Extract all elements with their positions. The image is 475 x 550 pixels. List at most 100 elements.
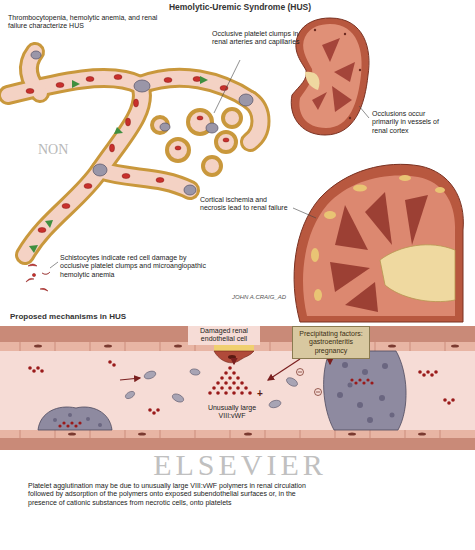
leader-lines — [359, 106, 369, 118]
vessel-tree — [250, 100, 261, 142]
vwf-multimers — [156, 408, 160, 412]
vwf-multimers — [418, 370, 422, 374]
platelet-aggregate — [38, 351, 406, 430]
platelets — [143, 370, 157, 381]
vwf-multimers — [108, 360, 112, 364]
red-blood-cells — [164, 78, 172, 83]
platelet-aggregate — [53, 418, 57, 422]
vwf-multimers — [216, 381, 220, 385]
kidney — [344, 33, 346, 35]
kidney — [332, 86, 352, 112]
vwf-multimers — [447, 401, 451, 405]
diagram-title: Hemolytic-Uremic Syndrome (HUS) — [110, 2, 370, 12]
kidney — [291, 18, 369, 135]
vwf-multimers — [228, 386, 232, 390]
cationic-charges — [298, 372, 302, 373]
vwf-multimers — [36, 366, 40, 370]
platelet-aggregate — [62, 421, 65, 424]
platelet-aggregate — [362, 381, 365, 384]
red-blood-cells — [175, 146, 181, 150]
vessel-section — [174, 344, 182, 347]
red-blood-cells — [26, 89, 34, 94]
callout-label: Cortical ischemia and necrosis lead to r… — [200, 196, 292, 213]
platelet-aggregate — [350, 378, 353, 381]
platelet-clumps — [206, 123, 218, 133]
leader-lines — [293, 208, 316, 218]
platelet-aggregate — [38, 407, 112, 430]
capillary-loops — [223, 109, 241, 127]
platelet-aggregate — [337, 362, 395, 423]
vwf-multimers — [236, 386, 240, 390]
vessel-section — [20, 430, 440, 438]
capillary-loops — [216, 132, 236, 152]
vessel-section — [20, 342, 445, 438]
kidney — [305, 72, 319, 90]
kidney-section — [353, 185, 367, 192]
capillary-loops — [167, 139, 189, 161]
vwf-multimers — [148, 408, 152, 412]
cationic-charges — [297, 369, 322, 396]
platelet-clumps — [93, 164, 107, 176]
kidney — [299, 24, 361, 128]
vwf-multimers — [224, 381, 228, 385]
platelet-aggregate — [382, 363, 388, 369]
watermark: NON — [38, 142, 88, 159]
platelet-aggregate — [53, 413, 102, 427]
vwf-multimers — [426, 370, 430, 374]
platelets — [124, 390, 136, 400]
vwf-multimers — [224, 371, 228, 375]
platelets — [171, 392, 185, 403]
callout-label: Unusually large VIII:vWF — [204, 403, 260, 422]
kidney-section — [435, 187, 445, 193]
red-blood-cells — [110, 144, 115, 152]
red-blood-cells — [156, 178, 164, 183]
vwf-multimers — [422, 373, 426, 377]
red-blood-cells — [38, 228, 46, 233]
callout-label: Occlusive platelet clumps in renal arter… — [212, 30, 307, 47]
kidney — [314, 29, 361, 119]
kidney-section — [311, 248, 319, 262]
red-blood-cells — [86, 77, 94, 82]
schistocytes — [28, 264, 37, 266]
kidney-section — [330, 262, 370, 292]
vwf-multimers — [434, 370, 438, 374]
red-blood-cells — [134, 99, 139, 107]
schistocytes — [26, 264, 50, 291]
mechanism-arrows — [329, 359, 330, 364]
vessel-section — [0, 438, 475, 450]
platelet-clumps — [184, 185, 196, 195]
platelet-clumps — [31, 51, 41, 59]
vessel-section — [388, 344, 396, 347]
platelet-aggregate — [379, 395, 385, 401]
vwf-multimers — [208, 391, 212, 395]
leader-lines — [50, 60, 369, 268]
vessel-tree — [29, 52, 40, 93]
kidney — [322, 38, 340, 62]
platelet-aggregate — [342, 362, 348, 368]
platelet-aggregate — [357, 402, 363, 408]
cationic-charges — [315, 389, 322, 396]
platelets — [285, 376, 299, 388]
flow-arrows — [29, 76, 208, 253]
vessel-section — [68, 432, 76, 435]
vessel-tree — [8, 52, 261, 255]
plus-sign: + — [257, 388, 267, 400]
platelets — [190, 368, 201, 376]
kidney-section — [294, 164, 463, 322]
red-blood-cells — [56, 83, 64, 88]
vessel-section — [0, 351, 475, 430]
platelet-aggregate — [86, 417, 90, 421]
flow-arrows — [114, 127, 123, 134]
artist-signature: JOHN A.CRAIG_AD — [232, 294, 312, 301]
vwf-multimers — [216, 391, 220, 395]
platelet-clumps — [239, 94, 253, 106]
platelet-aggregate — [362, 369, 368, 375]
callout-label: Schistocytes indicate red cell damage by… — [60, 254, 210, 279]
vwf-multimers — [220, 376, 224, 380]
vwf-multimers — [430, 373, 434, 377]
caption-text: Platelet agglutination may be due to unu… — [28, 482, 320, 507]
damaged-endothelial-cell — [214, 351, 254, 363]
vwf-multimers — [212, 386, 216, 390]
vessel-tree — [250, 100, 261, 142]
section-heading: Proposed mechanisms in HUS — [10, 312, 210, 321]
